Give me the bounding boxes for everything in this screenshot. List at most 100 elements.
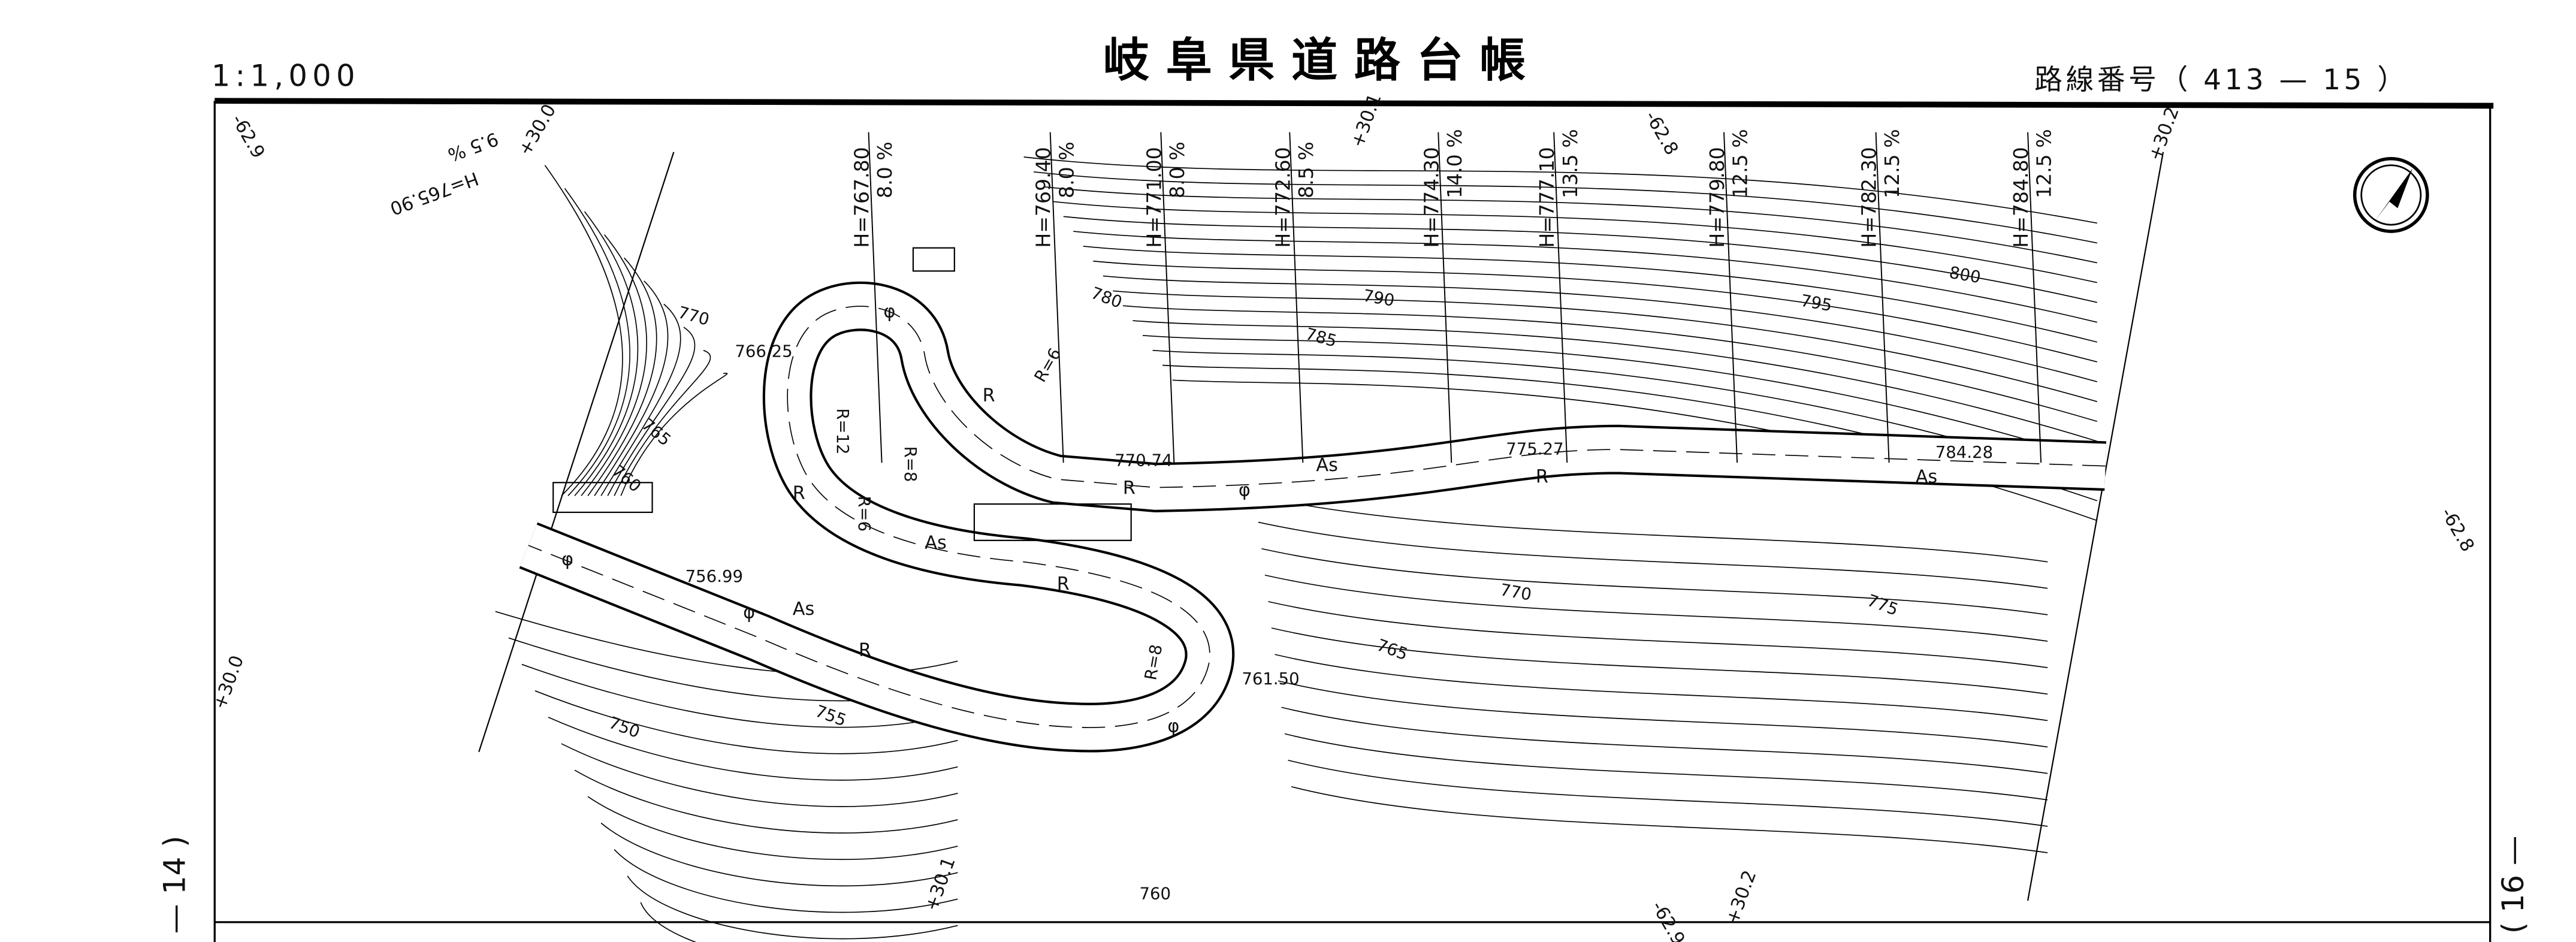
station-line (1438, 132, 1452, 463)
contour-line (1284, 733, 2048, 801)
north-arrow-icon (2352, 157, 2429, 233)
contour-line (587, 257, 657, 496)
contour-line (1063, 216, 2098, 303)
map-frame (213, 98, 2494, 942)
road-surface-label: R (1123, 478, 1136, 499)
contour-line (587, 796, 958, 861)
station-elevation: H=774.30 (1420, 147, 1443, 247)
contour-line (574, 769, 958, 834)
contour-line (1073, 231, 2098, 323)
road-surface-label: As (1916, 466, 1938, 487)
station-grade: 8.5 % (1294, 141, 1318, 198)
road-surface-label: R (793, 483, 805, 504)
station-grade: 8.0 % (873, 141, 896, 198)
contour-label: 750 (606, 713, 642, 742)
spot-elevation: 775.27 (1506, 439, 1563, 458)
grid-coordinate: -62.9 (227, 111, 269, 162)
station-elevation: H=779.80 (1705, 147, 1729, 247)
contour-label: 770 (1499, 580, 1533, 605)
road-surface-label: As (1316, 455, 1338, 476)
station-line (1723, 132, 1738, 463)
route-number: 路線番号（ 413 — 15 ） (2034, 64, 2409, 96)
contour-line (1288, 759, 2048, 827)
contour-line (1053, 201, 2098, 283)
contour-line (614, 349, 711, 496)
contour-line (1275, 654, 2048, 721)
station-elevation: H=771.00 (1142, 147, 1165, 247)
contour-lines (495, 156, 2098, 942)
road-surface-label: As (793, 599, 815, 620)
contour-line (1093, 260, 2098, 363)
station-line (1289, 132, 1304, 463)
grid-coordinate: +30.2 (1722, 868, 1761, 927)
contour-line (594, 280, 669, 496)
station-grade: 12.5 % (1729, 129, 1752, 198)
curve-radius-label: R=6 (854, 496, 874, 532)
contour-line (561, 743, 958, 807)
contour-line (1278, 680, 2048, 748)
station-grade: 9.5 % (445, 128, 501, 165)
contour-line (1023, 156, 2097, 224)
contour-line (1258, 521, 2048, 589)
contour-line (620, 373, 728, 496)
station-line (1875, 132, 1890, 463)
contour-line (614, 849, 958, 913)
contour-line (1133, 320, 2098, 442)
station-grade: 12.5 % (2033, 129, 2056, 198)
contour-label: 765 (1374, 635, 1410, 664)
station-grade: 12.5 % (1880, 129, 1904, 198)
station-line (1049, 132, 1064, 463)
contour-line (1264, 574, 2048, 642)
contour-line (1271, 627, 2048, 695)
station-elevation: H=767.80 (850, 147, 874, 247)
contour-line (534, 690, 958, 754)
contour-line (1083, 246, 2098, 343)
contour-line (607, 327, 696, 496)
contour-label: 800 (1948, 263, 1982, 288)
station-elevation: H=772.60 (1271, 147, 1294, 247)
grid-coordinate: -62.8 (2436, 504, 2478, 555)
road-surface-label: R (1536, 466, 1548, 487)
grid-coordinate: +30.0 (514, 101, 560, 159)
prev-sheet-number: — 14 ) (158, 836, 192, 934)
scale-label: 1:1,000 (212, 58, 360, 93)
drainage-symbol: φ (1239, 479, 1251, 500)
drainage-symbol: φ (883, 301, 895, 322)
contour-line (581, 234, 647, 496)
station-elevation: H=784.80 (2009, 147, 2033, 247)
station-line (1160, 132, 1175, 463)
contour-label: 795 (1799, 291, 1834, 316)
next-sheet-number: ( 16 — (2496, 836, 2530, 934)
grid-coordinate: +30.2 (2145, 104, 2184, 164)
station-line (1553, 132, 1568, 463)
station-grade: 14.0 % (1443, 129, 1466, 198)
spot-elevation: 761.50 (1242, 669, 1299, 689)
station-elevation: H=782.30 (1858, 147, 1881, 247)
contour-line (1255, 495, 2048, 563)
contour-line (1103, 275, 2098, 382)
contour-line (1152, 349, 2098, 482)
station-grade: 8.0 % (1055, 141, 1078, 198)
contour-label: 770 (676, 303, 711, 330)
station-elevation: H=777.10 (1535, 147, 1559, 247)
road-surface-label: R (983, 385, 995, 406)
station-line (868, 132, 883, 463)
road-surface-label: φ (1167, 716, 1179, 737)
contour-line (564, 188, 630, 496)
road-surface-label: As (925, 533, 947, 554)
page-title: 岐阜県道路台帳 (1103, 34, 1542, 87)
spot-elevation: 766.25 (735, 342, 792, 361)
contour-label: 790 (1361, 286, 1396, 310)
contour-line (600, 822, 958, 887)
contour-label: 775 (1865, 591, 1901, 620)
contour-label: 755 (813, 702, 848, 730)
road-surface-label: φ (561, 549, 573, 570)
station-grade: 13.5 % (1559, 129, 1582, 198)
contour-line (1043, 186, 2097, 264)
contour-line (640, 902, 697, 942)
grid-coordinate: -62.9 (1647, 898, 1689, 942)
contour-line (1261, 548, 2048, 615)
curve-radius-label: R=12 (833, 408, 852, 454)
contour-label: 785 (1303, 324, 1339, 351)
